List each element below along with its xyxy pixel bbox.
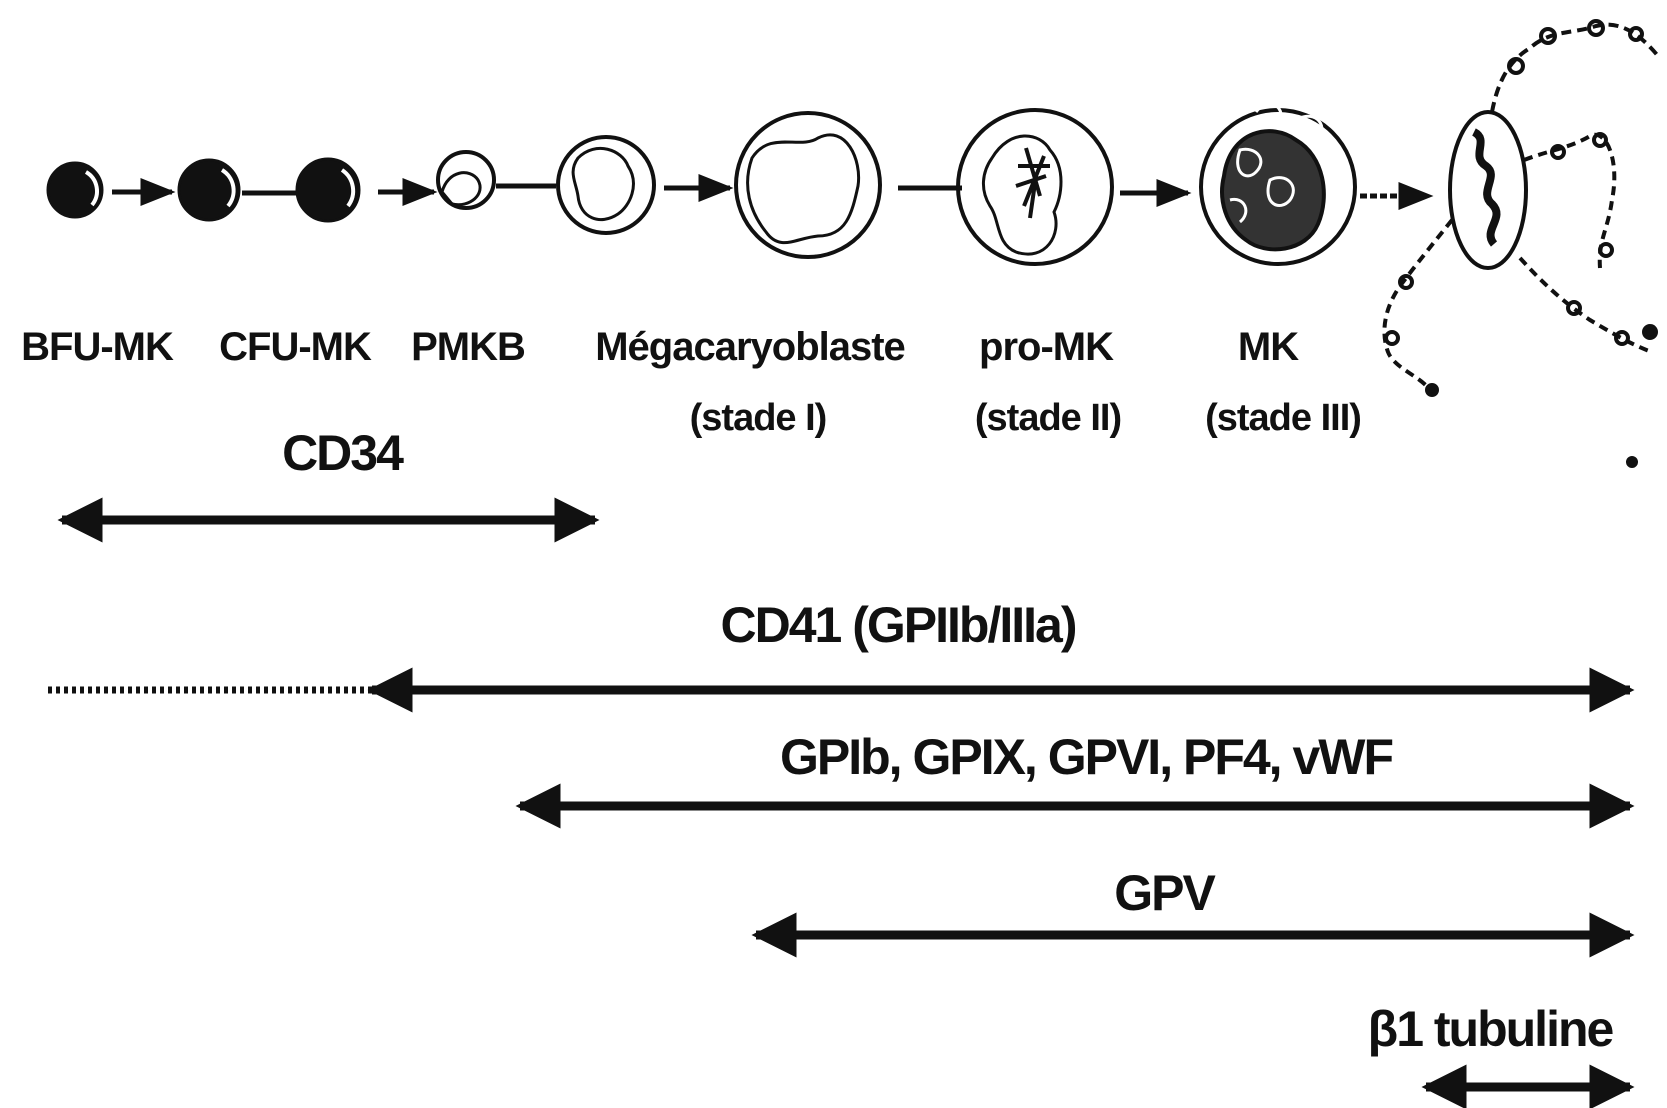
stage-sublabel-megacaryoblaste: (stade I)	[690, 398, 827, 440]
marker-label-gpib-group: GPIb, GPIX, GPVI, PF4, vWF	[780, 730, 1392, 785]
stage-label-pmkb: PMKB	[411, 325, 525, 369]
stage-label-bfu-mk: BFU-MK	[21, 325, 173, 369]
cell-bfu-mk	[48, 163, 102, 217]
cell-cfu-mk-2	[297, 159, 359, 221]
proplatelet-process-left	[1384, 220, 1452, 390]
marker-label-cd34: CD34	[282, 426, 402, 481]
cell-megacaryoblaste	[558, 137, 654, 233]
released-platelet	[1628, 458, 1636, 466]
stage-label-pro-mk: pro-MK	[979, 325, 1113, 369]
marker-label-b1-tubuline: β1 tubuline	[1368, 1002, 1613, 1057]
stage-label-mk: MK	[1238, 325, 1298, 369]
marker-label-cd41: CD41 (GPIIb/IIIa)	[721, 598, 1076, 653]
stage-label-megacaryoblaste: Mégacaryoblaste	[595, 325, 905, 369]
cell-pmkb	[438, 152, 494, 208]
cell-cfu-mk	[179, 160, 239, 220]
cell-mk	[1201, 104, 1355, 264]
cell-sequence	[48, 21, 1658, 466]
cell-pro-mk	[958, 110, 1112, 264]
cell-proplatelet	[1384, 21, 1658, 466]
stage-sublabel-mk: (stade III)	[1205, 398, 1361, 440]
stage-sublabel-pro-mk: (stade II)	[975, 398, 1121, 440]
proplatelet-process-bottom	[1520, 258, 1652, 352]
cell-stage-i	[736, 113, 880, 257]
stage-label-cfu-mk: CFU-MK	[219, 325, 371, 369]
marker-label-gpv: GPV	[1114, 866, 1214, 921]
